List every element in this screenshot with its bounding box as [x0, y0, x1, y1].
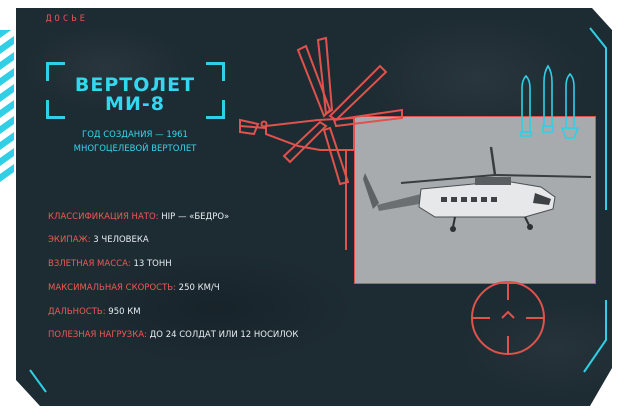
spec-row-mass: ВЗЛЕТНАЯ МАССА: 13 ТОНН — [48, 259, 172, 269]
spec-key: ЭКИПАЖ: — [48, 235, 91, 245]
subtitle-line-1: ГОД СОЗДАНИЯ — 1961 — [82, 130, 188, 140]
crosshair-icon — [471, 281, 545, 355]
missile-icon — [520, 64, 580, 139]
title-line-1: ВЕРТОЛЕТ — [74, 74, 196, 96]
bracket-bottom-left — [46, 100, 65, 119]
subtitle-line-2: МНОГОЦЕЛЕВОЙ ВЕРТОЛЕТ — [73, 144, 197, 154]
spec-key: ПОЛЕЗНАЯ НАГРУЗКА: — [48, 330, 147, 340]
helicopter-outline-icon — [239, 36, 403, 250]
page-title: ВЕРТОЛЕТ МИ-8 — [46, 76, 224, 114]
spec-key: КЛАССИФИКАЦИЯ НАТО: — [48, 212, 159, 222]
spec-value: HIP — «БЕДРО» — [158, 212, 230, 222]
helicopter-photo-icon — [355, 117, 595, 283]
spec-row-crew: ЭКИПАЖ: 3 ЧЕЛОВЕКА — [48, 235, 149, 245]
spec-value: 3 ЧЕЛОВЕКА — [90, 235, 149, 245]
bracket-top-right — [206, 62, 225, 81]
spec-row-payload: ПОЛЕЗНАЯ НАГРУЗКА: ДО 24 СОЛДАТ ИЛИ 12 Н… — [48, 330, 298, 340]
spec-key: ВЗЛЕТНАЯ МАССА: — [48, 259, 131, 269]
subtitle: ГОД СОЗДАНИЯ — 1961 МНОГОЦЕЛЕВОЙ ВЕРТОЛЕ… — [46, 128, 224, 156]
spec-row-range: ДАЛЬНОСТЬ: 950 КМ — [48, 307, 141, 317]
spec-value: 950 КМ — [105, 307, 141, 317]
bracket-bottom-right — [206, 100, 225, 119]
spec-key: ДАЛЬНОСТЬ: — [48, 307, 106, 317]
bracket-top-left — [46, 62, 65, 81]
helicopter-photo — [354, 116, 596, 284]
spec-value: 13 ТОНН — [130, 259, 172, 269]
title-line-2: МИ-8 — [105, 93, 165, 115]
dossier-label: ДОСЬЕ — [46, 14, 89, 24]
spec-row-nato: КЛАССИФИКАЦИЯ НАТО: HIP — «БЕДРО» — [48, 212, 229, 222]
spec-value: ДО 24 СОЛДАТ ИЛИ 12 НОСИЛОК — [146, 330, 299, 340]
hazard-stripes-icon — [0, 30, 14, 182]
spec-value: 250 КМ/Ч — [175, 283, 220, 293]
spec-row-speed: МАКСИМАЛЬНАЯ СКОРОСТЬ: 250 КМ/Ч — [48, 283, 220, 293]
spec-key: МАКСИМАЛЬНАЯ СКОРОСТЬ: — [48, 283, 176, 293]
